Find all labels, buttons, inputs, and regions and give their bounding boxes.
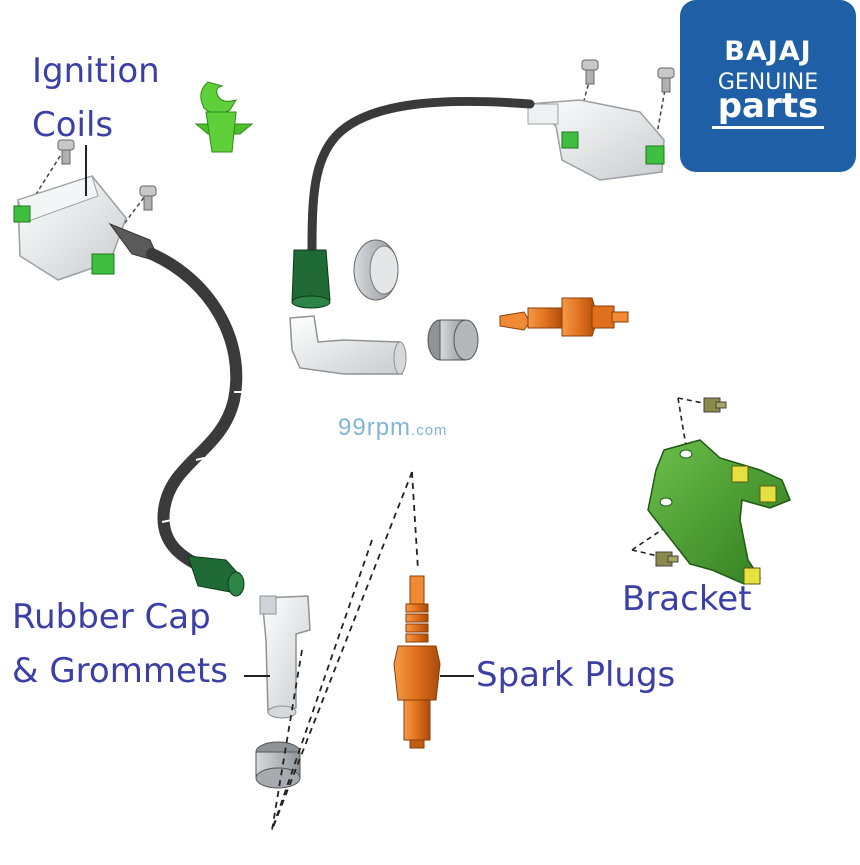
bracket-label: Bracket [622,579,752,619]
bracket-part [647,439,791,585]
right-grommet-cup [353,239,399,301]
right-coil-screw-1 [581,59,599,85]
spark-plug-guide-lines [271,471,419,831]
watermark-suffix: .com [411,422,448,439]
logo-genuine-text: GENUINE [717,70,819,95]
left-cable-cap [187,555,245,597]
center-spark-plug [393,575,441,749]
rubber-cap-label-line1: Rubber Cap [12,597,211,637]
ignition-coils-label-line2: Coils [32,105,114,145]
right-rubber-cap [289,315,407,375]
bracket-bolt-bottom [655,551,679,567]
ignition-coils-label-line1: Ignition [32,51,160,91]
rubber-cap-label-line2: & Grommets [12,651,228,691]
right-grommet [427,319,479,361]
spark-plugs-label: Spark Plugs [476,655,676,695]
logo-parts-text: parts [717,86,819,126]
bajaj-genuine-parts-logo: BAJAJ GENUINE parts [680,0,856,172]
bracket-bolt-top [703,397,727,413]
logo-underline [712,126,824,129]
logo-brand-text: BAJAJ [724,36,812,67]
left-coil-screw-2 [139,185,157,211]
right-cable-cap [291,249,331,309]
left-grommet [255,741,301,789]
watermark: 99rpm.com [338,414,448,442]
left-coil-screw-1 [57,139,75,165]
green-clip-icon [194,81,254,153]
right-coil-screw-2 [657,67,675,93]
right-ignition-cable [307,96,535,255]
left-ignition-cable [146,248,243,572]
left-rubber-cap [259,595,311,719]
watermark-main: 99rpm [338,414,412,441]
right-spark-plug [499,297,629,337]
right-ignition-coil [526,59,675,181]
